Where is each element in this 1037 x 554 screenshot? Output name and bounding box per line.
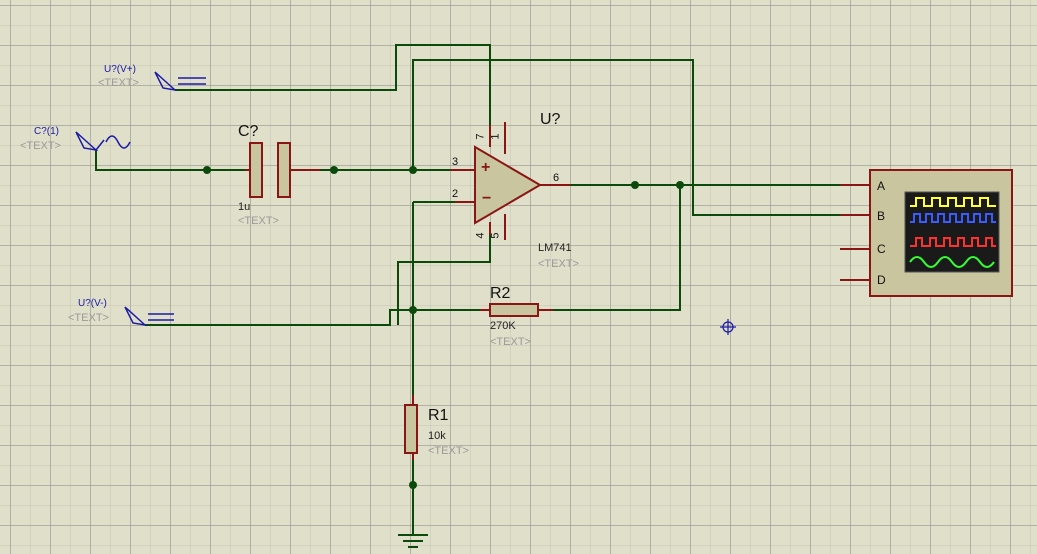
source-terminal-name: C?(1) [34, 126, 60, 137]
capacitor-value: 1u [238, 201, 251, 213]
junction-dot [203, 166, 211, 174]
junctions [203, 166, 684, 489]
r2-ref: R2 [490, 285, 511, 302]
source-terminal-text: <TEXT> [20, 140, 61, 152]
opamp-plus-sign: + [481, 159, 491, 176]
opamp-model: LM741 [538, 242, 572, 254]
opamp-text: <TEXT> [538, 258, 579, 270]
capacitor-c[interactable] [245, 142, 320, 198]
r2-value: 270K [490, 320, 516, 332]
capacitor-ref: C? [238, 123, 259, 140]
vminus-terminal-symbol[interactable] [124, 306, 174, 327]
junction-dot [631, 181, 639, 189]
opamp-lm741[interactable] [450, 122, 570, 240]
opamp-pin-7: 7 [474, 133, 487, 140]
r1-value: 10k [428, 430, 446, 442]
resistor-r1[interactable] [404, 395, 418, 460]
oscilloscope[interactable] [840, 169, 1013, 297]
sine-source-symbol[interactable] [75, 131, 131, 152]
opamp-pin-4: 4 [474, 232, 487, 239]
opamp-minus-sign: − [482, 190, 492, 207]
vplus-terminal-name: U?(V+) [104, 64, 136, 75]
opamp-pin-1: 1 [489, 133, 502, 140]
vplus-terminal-symbol[interactable] [154, 71, 206, 92]
wires [95, 44, 840, 548]
scope-channel-c: C [877, 242, 886, 256]
crosshair-cursor-icon [720, 319, 736, 335]
junction-dot [409, 166, 417, 174]
scope-channel-d: D [877, 273, 886, 287]
vminus-terminal-name: U?(V-) [78, 298, 107, 309]
scope-channel-b: B [877, 209, 886, 223]
junction-dot [330, 166, 338, 174]
resistor-r2[interactable] [480, 303, 553, 317]
opamp-pin-2: 2 [452, 188, 459, 200]
capacitor-text: <TEXT> [238, 215, 279, 227]
junction-dot [409, 306, 417, 314]
trace-channel-b [910, 213, 996, 223]
trace-channel-a [910, 197, 996, 207]
r2-text: <TEXT> [490, 336, 531, 348]
trace-channel-c [910, 237, 996, 247]
vplus-terminal-text: <TEXT> [98, 77, 139, 89]
opamp-ref: U? [540, 111, 561, 128]
opamp-pin-5: 5 [489, 232, 502, 239]
vminus-terminal-text: <TEXT> [68, 312, 109, 324]
junction-dot [676, 181, 684, 189]
r1-text: <TEXT> [428, 445, 469, 457]
r1-ref: R1 [428, 407, 449, 424]
scope-channel-a: A [877, 179, 886, 193]
opamp-pin-3: 3 [452, 156, 459, 168]
opamp-pin-6: 6 [553, 172, 560, 184]
trace-channel-d [909, 256, 995, 268]
junction-dot [409, 481, 417, 489]
